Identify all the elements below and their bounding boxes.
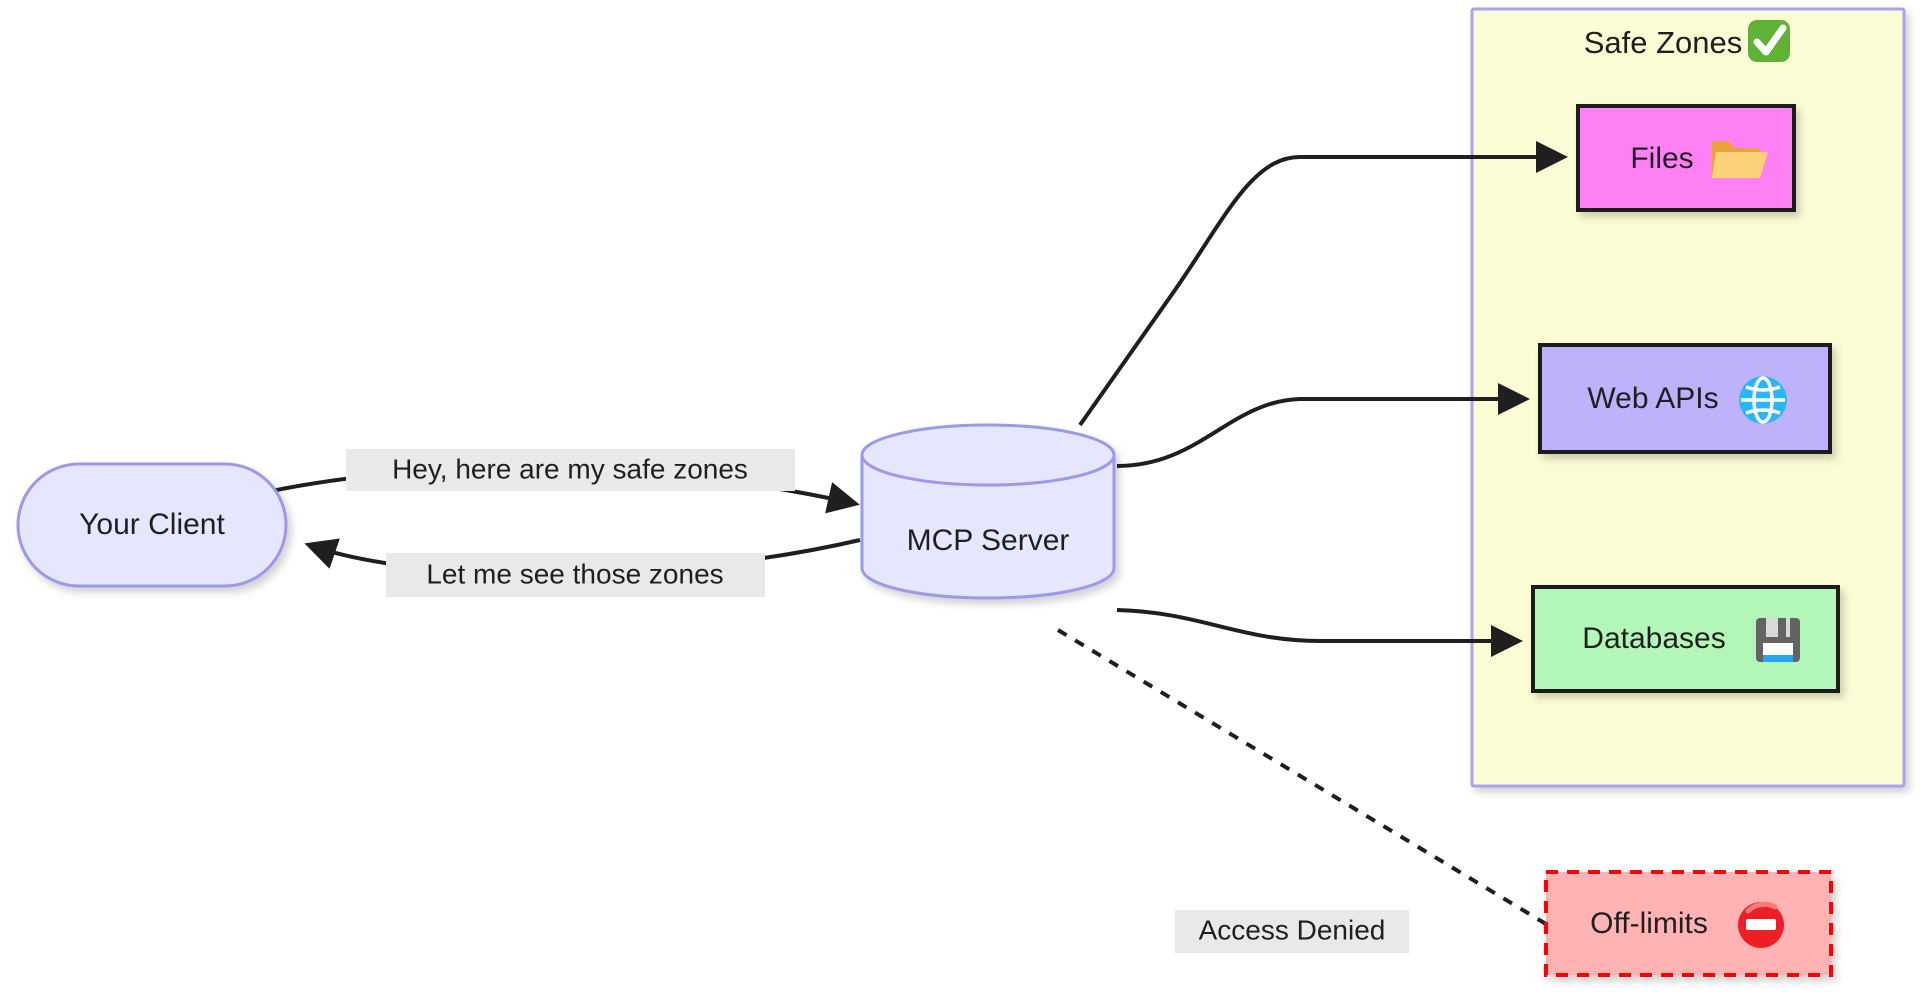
globe-icon bbox=[1739, 376, 1787, 424]
node-your-client[interactable]: Your Client bbox=[16, 462, 288, 588]
mcp-server-top bbox=[860, 423, 1116, 487]
databases-label: Databases bbox=[1582, 622, 1725, 655]
node-off-limits[interactable]: Off-limits bbox=[1544, 870, 1833, 977]
off-limits-label: Off-limits bbox=[1590, 907, 1708, 940]
edge-label-text: Access Denied bbox=[1199, 914, 1386, 945]
edge-mcp-to-offlimits bbox=[1056, 628, 1548, 926]
files-label: Files bbox=[1630, 142, 1693, 175]
edge-label-access-denied: Access Denied bbox=[1175, 910, 1409, 953]
files-shape[interactable] bbox=[1576, 104, 1796, 212]
web-apis-label: Web APIs bbox=[1587, 382, 1718, 415]
safe-zones-title: Safe Zones bbox=[1584, 25, 1743, 60]
your-client-label: Your Client bbox=[79, 508, 225, 541]
check-mark-button-icon bbox=[1748, 20, 1790, 62]
your-client-shape[interactable] bbox=[16, 462, 288, 588]
edge-label-mcp-to-client: Let me see those zones bbox=[386, 553, 765, 597]
edge-mcp-to-files bbox=[1078, 141, 1568, 427]
mcp-server-label: MCP Server bbox=[907, 524, 1070, 557]
node-files[interactable]: Files bbox=[1576, 104, 1796, 212]
node-web-apis[interactable]: Web APIs bbox=[1538, 343, 1832, 454]
edge-label-text: Let me see those zones bbox=[426, 558, 723, 589]
edge-mcp-to-databases bbox=[1116, 608, 1523, 657]
edge-label-text: Hey, here are my safe zones bbox=[392, 453, 748, 484]
no-entry-icon bbox=[1738, 901, 1784, 948]
edge-mcp-to-webapis bbox=[1116, 383, 1530, 468]
node-mcp-server[interactable]: MCP Server bbox=[860, 423, 1116, 600]
open-folder-icon bbox=[1712, 141, 1768, 178]
mcp-server-body[interactable] bbox=[860, 453, 1116, 600]
edge-label-client-to-mcp: Hey, here are my safe zones bbox=[346, 449, 795, 491]
floppy-disk-icon bbox=[1756, 618, 1800, 662]
node-databases[interactable]: Databases bbox=[1531, 585, 1840, 693]
